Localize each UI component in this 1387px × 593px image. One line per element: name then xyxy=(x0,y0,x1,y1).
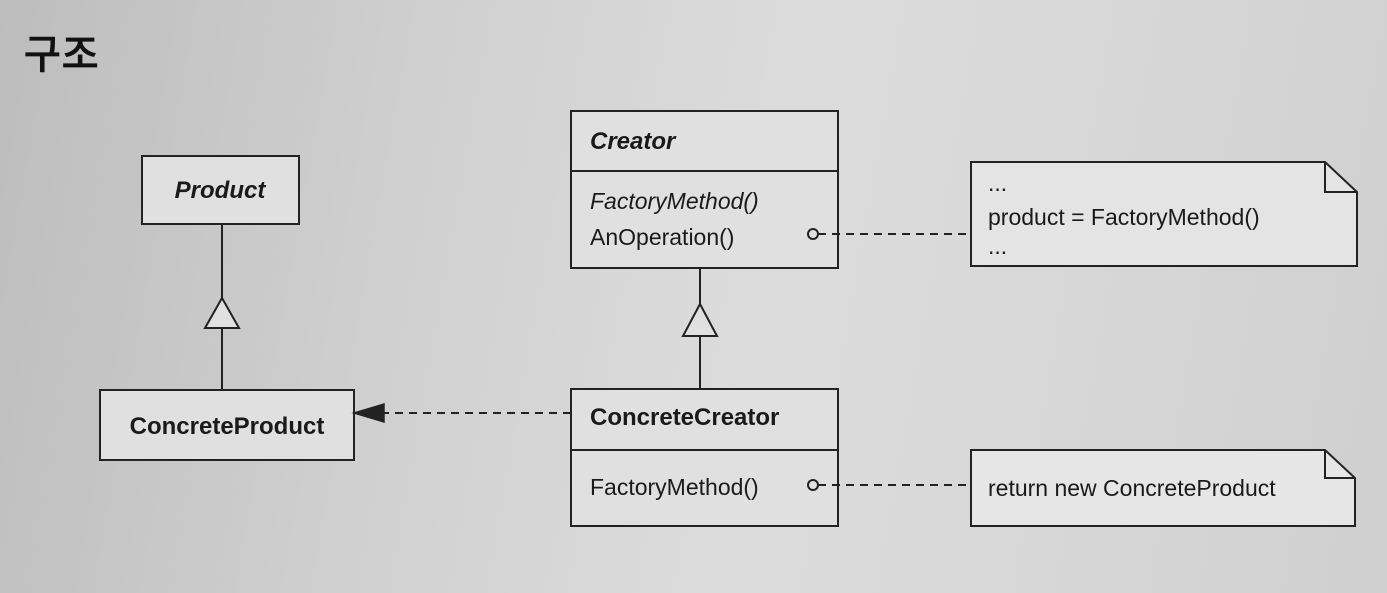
concrete-creator-class-name: ConcreteCreator xyxy=(590,404,779,431)
creator-inheritance-arrow xyxy=(681,268,719,389)
product-class-name: Product xyxy=(175,177,267,204)
note-fold-icon xyxy=(1324,162,1357,193)
dependency-arrow xyxy=(351,402,571,424)
inheritance-triangle-icon xyxy=(681,301,719,337)
inheritance-triangle-icon xyxy=(203,295,241,329)
page-title: 구조 xyxy=(24,32,100,78)
creator-note-line-3: ... xyxy=(988,233,1007,259)
concrete-creator-note-connector xyxy=(807,479,970,491)
creator-note-connector xyxy=(807,228,970,240)
concrete-product-class[interactable]: ConcreteProduct xyxy=(99,389,355,461)
creator-an-operation: AnOperation() xyxy=(590,224,734,250)
arrowhead-icon xyxy=(351,402,385,424)
creator-class[interactable]: Creator FactoryMethod() AnOperation() xyxy=(570,110,839,269)
creator-note: ... product = FactoryMethod() ... xyxy=(970,161,1358,267)
concrete-creator-note: return new ConcreteProduct xyxy=(970,449,1356,527)
note-fold-icon xyxy=(1324,450,1355,479)
concrete-creator-class[interactable]: ConcreteCreator FactoryMethod() xyxy=(570,388,839,527)
product-class[interactable]: Product xyxy=(141,155,300,225)
creator-note-line-2: product = FactoryMethod() xyxy=(988,204,1260,230)
creator-factory-method: FactoryMethod() xyxy=(590,188,759,214)
creator-note-line-1: ... xyxy=(988,170,1007,196)
concrete-product-class-name: ConcreteProduct xyxy=(130,413,325,440)
creator-class-name: Creator xyxy=(590,128,677,155)
concrete-creator-factory-method: FactoryMethod() xyxy=(590,474,759,500)
concrete-creator-note-line-1: return new ConcreteProduct xyxy=(988,475,1276,501)
product-inheritance-arrow xyxy=(203,224,241,390)
